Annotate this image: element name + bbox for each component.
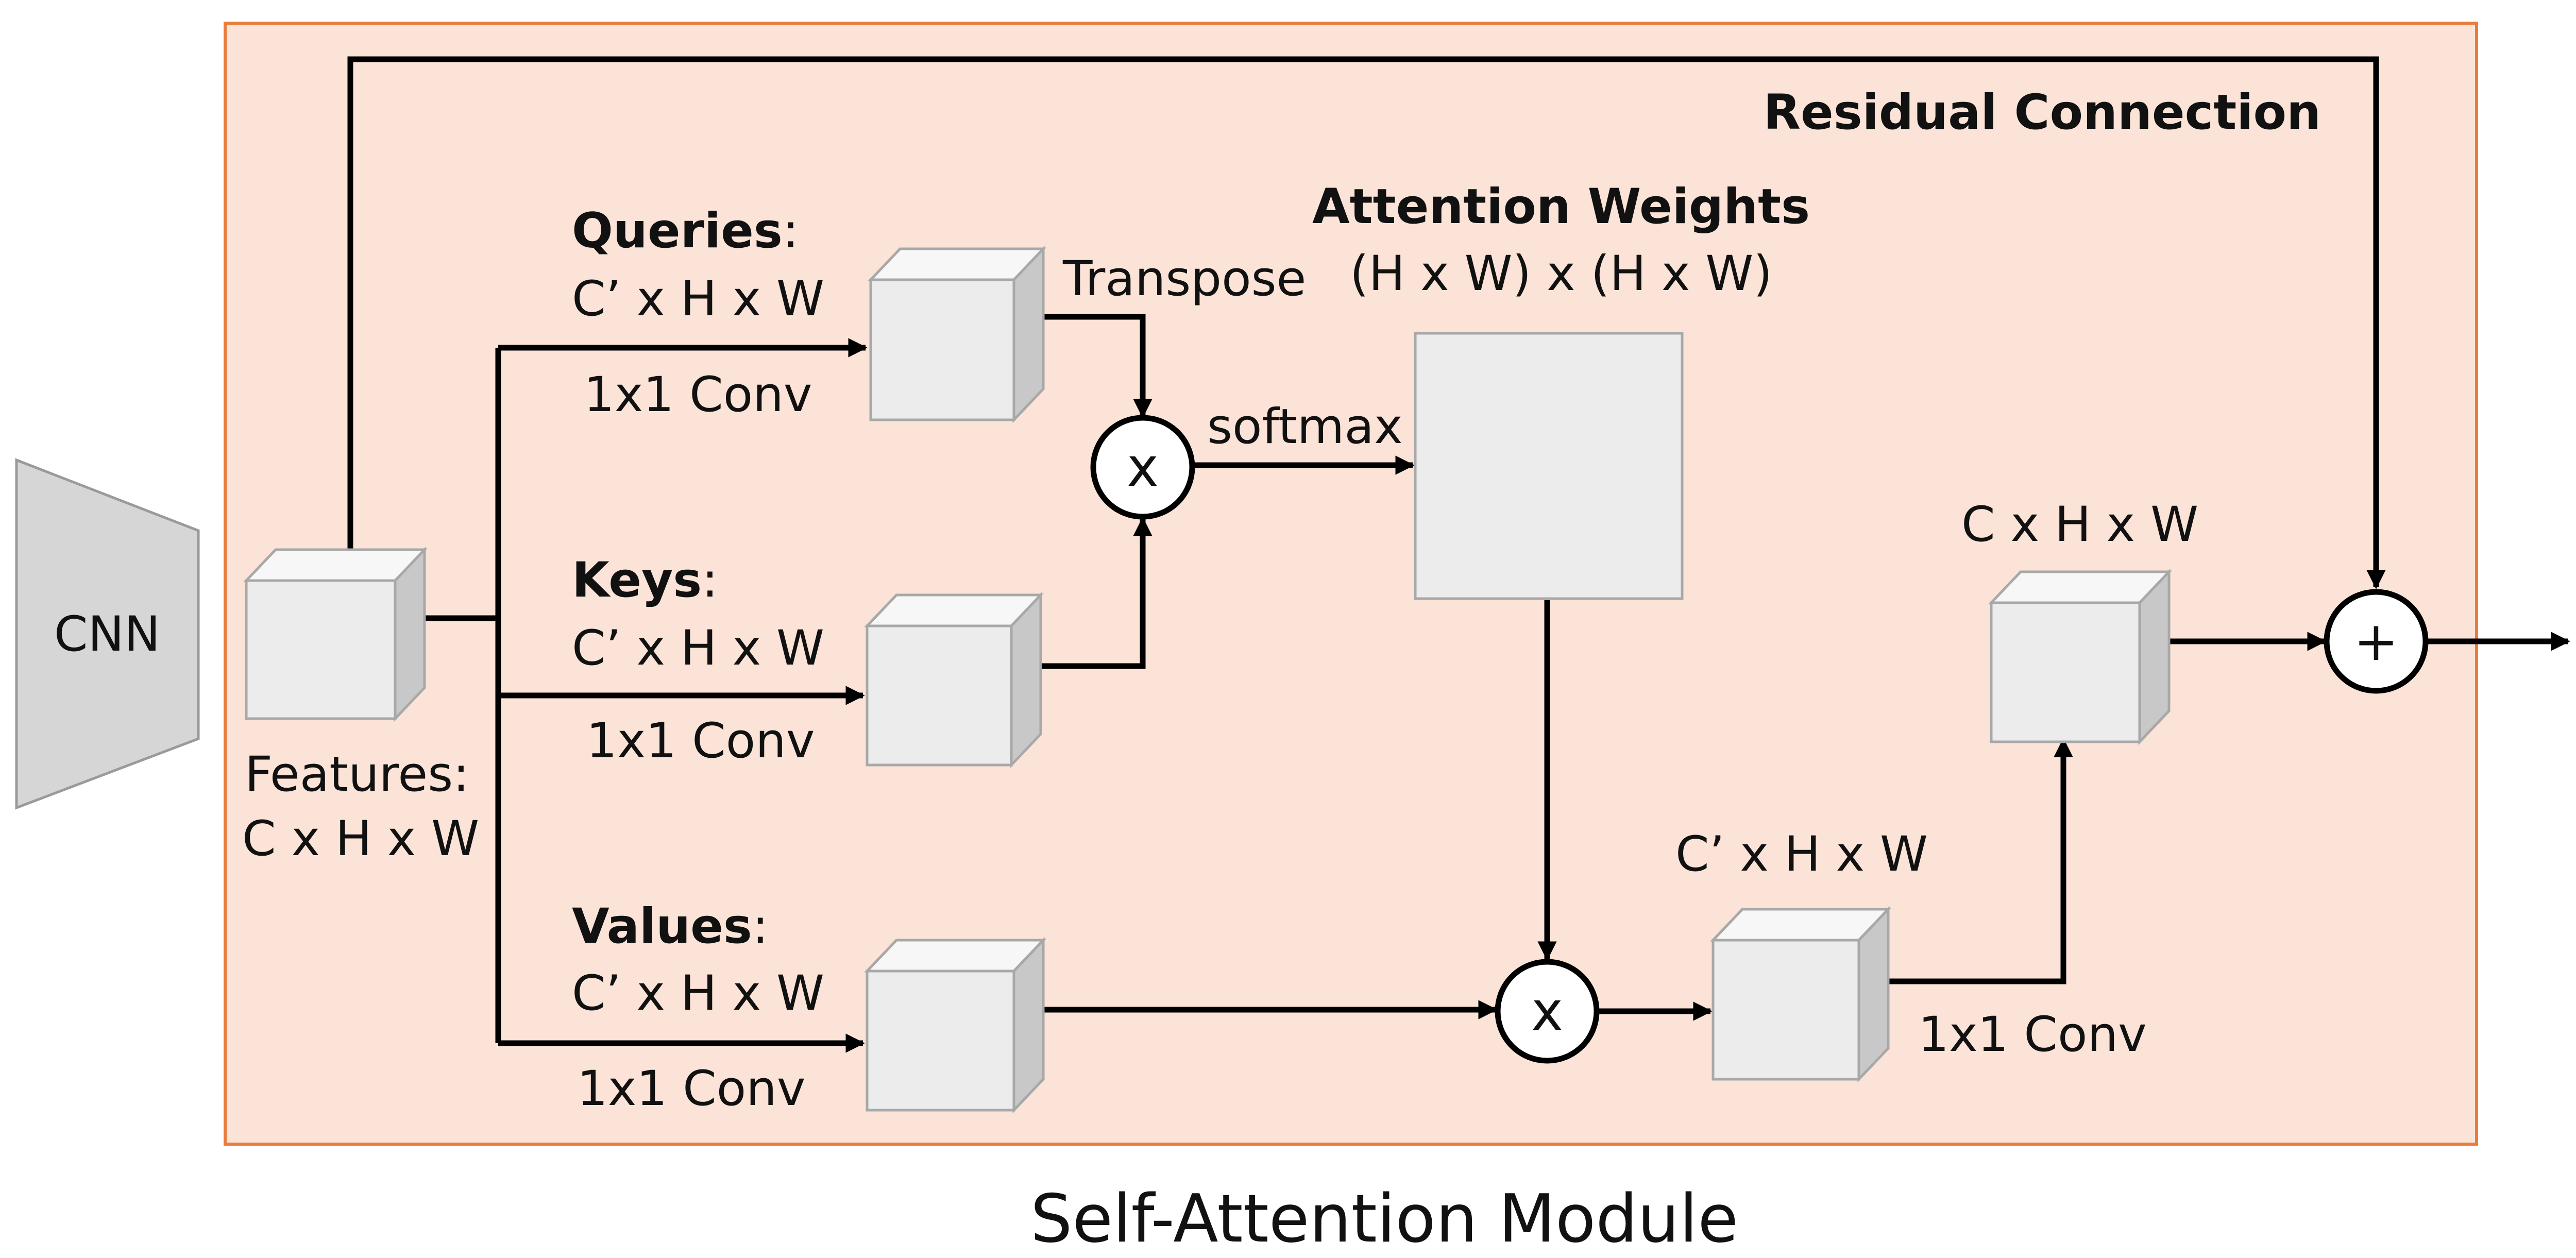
multiply-icon-bottom: x: [1495, 959, 1600, 1064]
mid-to-out-wire: [1888, 738, 2073, 984]
residual-wire: [347, 56, 2386, 589]
mid-output-shape: C’ x H x W: [1675, 826, 1928, 882]
mid-output-cube: [1710, 906, 1891, 1083]
svg-text:+: +: [2353, 610, 2398, 673]
features-shape: C x H x W: [242, 811, 479, 867]
cnn-label: CNN: [54, 606, 160, 662]
svg-text:x: x: [1127, 436, 1159, 499]
keys-shape: C’ x H x W: [572, 620, 824, 676]
attention-shape: (H x W) x (H x W): [1350, 246, 1772, 302]
add-icon: +: [2324, 589, 2429, 694]
residual-label: Residual Connection: [1764, 84, 2321, 141]
values-conv: 1x1 Conv: [577, 1061, 805, 1117]
queries-colon: :: [783, 203, 799, 259]
diagram-title: Self-Attention Module: [1030, 1181, 1738, 1257]
keys-cube: [864, 591, 1044, 769]
transpose-label: Transpose: [1062, 251, 1306, 307]
keys-conv: 1x1 Conv: [586, 713, 815, 769]
queries-conv: 1x1 Conv: [584, 367, 812, 423]
multiply-icon-top: x: [1090, 415, 1195, 520]
features-label: Features:: [245, 746, 469, 803]
cnn-block: CNN: [15, 458, 200, 810]
key-to-mult-wire: [1041, 517, 1153, 669]
attention-label: Attention Weights: [1312, 179, 1810, 235]
svg-text:x: x: [1531, 980, 1563, 1043]
softmax-label: softmax: [1207, 399, 1403, 455]
keys-heading: Keys:: [572, 552, 718, 608]
keys-label: Keys: [572, 552, 702, 608]
queries-cube: [868, 245, 1046, 423]
values-colon: :: [752, 898, 769, 955]
attention-matrix: [1414, 332, 1684, 600]
features-cube: [243, 546, 428, 722]
values-label: Values: [572, 898, 752, 955]
queries-shape: C’ x H x W: [572, 271, 824, 327]
mid-output-conv: 1x1 Conv: [1918, 1007, 2146, 1063]
values-heading: Values:: [572, 898, 769, 955]
queries-heading: Queries:: [572, 203, 799, 259]
keys-colon: :: [702, 552, 718, 608]
final-output-shape: C x H x W: [1961, 497, 2198, 553]
values-shape: C’ x H x W: [572, 965, 824, 1022]
connections: [347, 56, 2570, 1053]
final-output-cube: [1988, 568, 2172, 745]
transpose-wire: [1043, 314, 1153, 418]
queries-label: Queries: [572, 203, 783, 259]
values-cube: [864, 937, 1046, 1114]
